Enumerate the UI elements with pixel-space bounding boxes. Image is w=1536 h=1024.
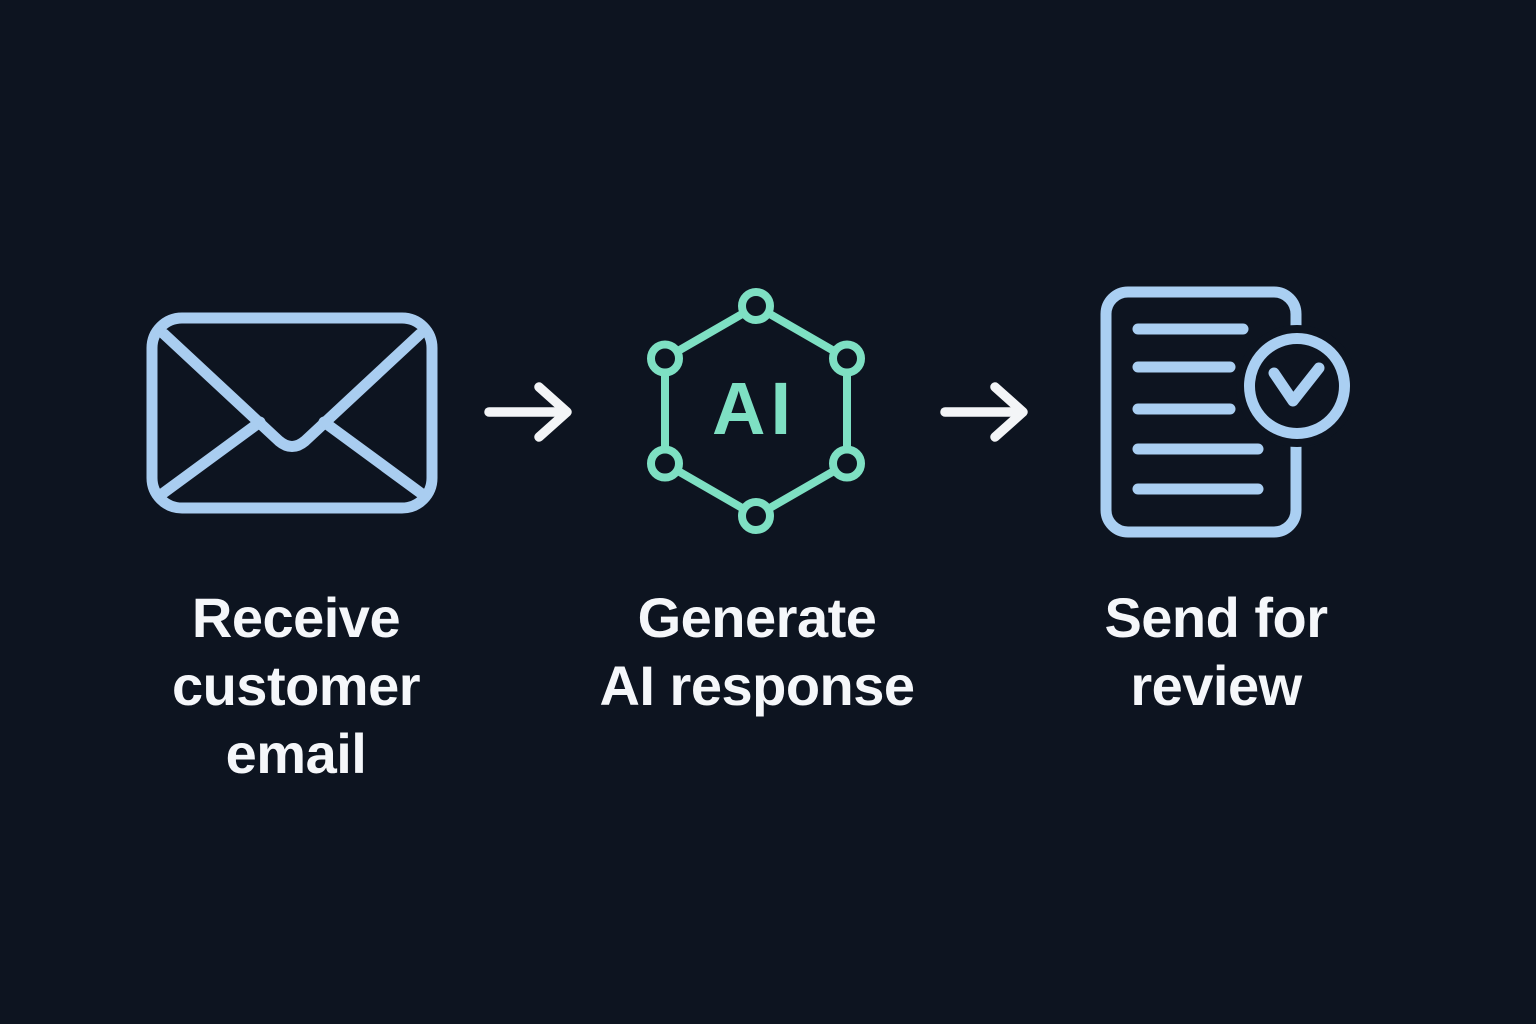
envelope-icon [146,312,438,514]
step-label-line: Send for [1104,586,1328,649]
step-generate-ai-response: AI [640,284,872,538]
arrow-right-icon [940,382,1028,442]
ai-network-hexagon-icon: AI [647,288,865,534]
step-label-line: email [225,722,367,785]
step-label-send-for-review: Send for review [1104,584,1328,720]
step-label-line: Generate [637,586,877,649]
step-label-line: Receive [191,586,401,649]
step-label-line: AI response [599,654,915,717]
connector-1 [483,381,575,443]
step-label-generate-ai-response: Generate AI response [599,584,915,720]
step-send-for-review [1100,286,1352,538]
arrow-right-icon [484,382,572,442]
step-label-line: review [1130,654,1302,717]
ai-icon-label: AI [712,367,796,450]
step-receive-customer-email [146,312,438,514]
step-label-receive-customer-email: Receive customer email [171,584,421,788]
step-label-line: customer [171,654,421,717]
connector-2 [939,381,1031,443]
document-check-icon [1100,286,1352,538]
